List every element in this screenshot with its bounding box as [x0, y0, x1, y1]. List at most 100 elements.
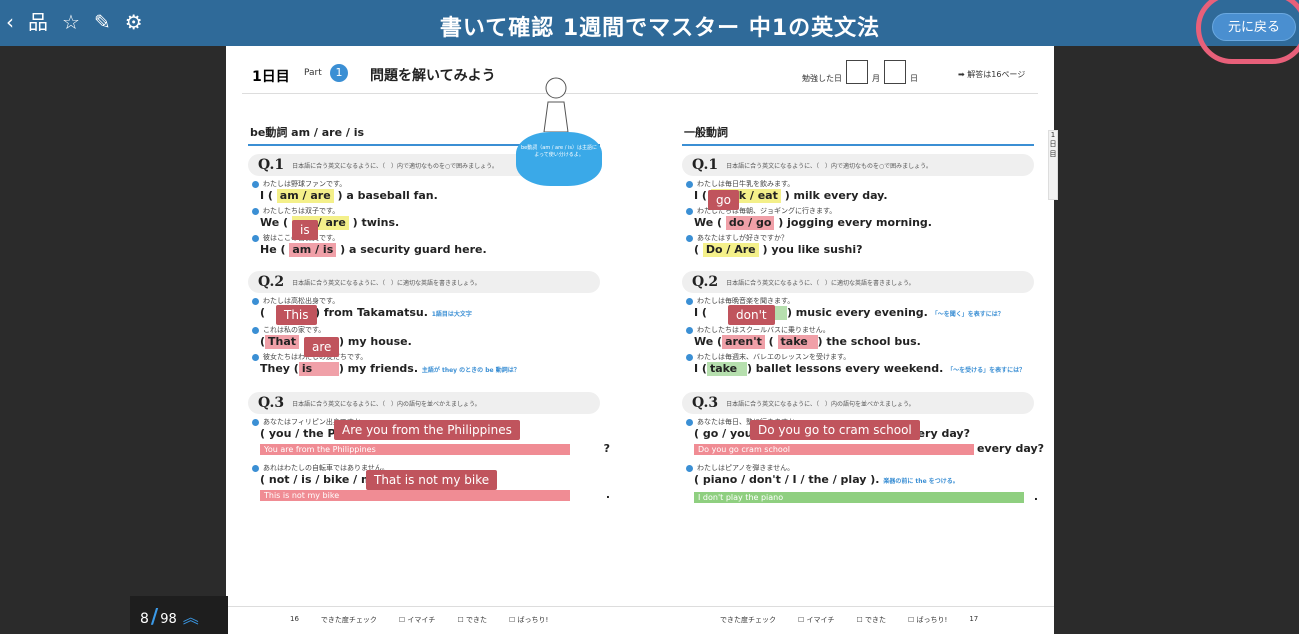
page-number: 16	[290, 615, 299, 623]
japanese-sentence: わたしたちは双子です。	[252, 206, 600, 216]
sentence-suffix: ) the school bus.	[817, 335, 921, 348]
day-label: 1日目	[252, 69, 290, 85]
answer-field[interactable]: This is not my bike.	[260, 489, 610, 501]
check-option[interactable]: ☐ ばっちり!	[908, 616, 948, 624]
gear-icon[interactable]: ⚙	[124, 10, 143, 34]
back-chevron-icon[interactable]: ‹	[6, 10, 14, 34]
question-2: Q.2 日本語に合う英文になるように、（ ）に適切な英語を書きましょう。 わたし…	[682, 271, 1034, 378]
answer-field[interactable]: I don't play the piano.	[694, 491, 1038, 503]
english-sentence: They (is) my friends. 主語が they のときの be 動…	[260, 362, 600, 378]
japanese-sentence: わたしはピアノを弾きません。	[686, 463, 1034, 473]
day-box[interactable]	[884, 60, 906, 84]
answer-tooltip: Are you from the Philippines	[334, 420, 520, 440]
hint-text: 楽器の前に the をつける。	[883, 478, 959, 485]
japanese-sentence: わたしは野球ファンです。	[252, 179, 600, 189]
japanese-text: これは私の家です。	[263, 326, 326, 334]
english-sentence: He ( am / is ) a security guard here.	[260, 243, 600, 257]
part-number-badge: 1	[330, 64, 348, 82]
check-option[interactable]: ☐ できた	[856, 616, 887, 624]
sentence-suffix: ) my house.	[339, 335, 412, 348]
japanese-text: 彼女たちはわたしの友だちです。	[263, 353, 368, 361]
answer-text: Do you go cram school	[698, 445, 790, 454]
part-label: Part	[304, 68, 322, 78]
japanese-sentence: わたしは毎日牛乳を飲みます。	[686, 179, 1034, 189]
fill-answer-2[interactable]: take	[777, 335, 818, 349]
list-item: あなたはすしが好きですか？ ( Do / Are ) you like sush…	[686, 233, 1034, 257]
japanese-text: あなたは毎日、塾に行きますか。	[697, 417, 802, 427]
word-list: ( piano / don't / I / the / play ). 楽器の前…	[694, 473, 1034, 489]
self-check-right: できた度チェック ☐ イマイチ ☐ できた ☐ ばっちり! 17	[720, 615, 978, 625]
word-list-text: ( piano / don't / I / the / play ).	[694, 473, 880, 486]
answer-tooltip: This	[276, 305, 317, 325]
day-side-tab[interactable]: 1日目	[1048, 130, 1058, 200]
sentence-prefix: I (	[694, 306, 707, 319]
sitemap-icon[interactable]: 品	[28, 10, 48, 34]
sentence-prefix: (	[260, 306, 266, 319]
sentence-prefix: I (	[694, 189, 707, 202]
fill-answer[interactable]: aren't	[722, 335, 765, 349]
sentence-end: .	[605, 488, 610, 501]
sentence-suffix: ) music every evening.	[786, 306, 928, 319]
question-number: Q.2	[692, 274, 719, 290]
list-item: わたしは毎週末、バレエのレッスンを受けます。 I (take) ballet l…	[686, 352, 1034, 378]
japanese-text: わたしたちは双子です。	[263, 207, 340, 215]
choice-answer[interactable]: Do / Are	[702, 243, 759, 257]
list-item: 彼女たちはわたしの友だちです。 They (is) my friends. 主語…	[252, 352, 600, 378]
check-label: できた度チェック	[320, 616, 377, 624]
page-separator: /	[150, 604, 159, 628]
sentence-prefix: I (	[694, 362, 707, 375]
chevron-up-icon[interactable]: ︽	[182, 608, 199, 627]
bullet-icon	[252, 418, 259, 426]
month-box[interactable]	[846, 60, 868, 84]
check-option[interactable]: ☐ イマイチ	[398, 616, 436, 624]
textbook-page[interactable]: 1日目 Part 1 問題を解いてみよう 勉強した日 月 日 ➡ 解答は16ペー…	[226, 46, 1058, 634]
bullet-icon	[686, 297, 693, 305]
japanese-text: あれはわたしの自転車ではありません。	[263, 464, 389, 472]
bullet-icon	[252, 207, 259, 215]
choice-answer[interactable]: am / are	[276, 189, 334, 203]
bullet-icon	[252, 464, 259, 472]
sentence-prefix: We (	[694, 216, 723, 229]
japanese-text: あなたはすしが好きですか？	[697, 234, 788, 242]
english-sentence: ( Do / Are ) you like sushi?	[694, 243, 1034, 257]
check-option[interactable]: ☐ ばっちり!	[508, 616, 549, 624]
japanese-text: わたしは高松出身です。	[263, 297, 340, 305]
question-3: Q.3 日本語に合う英文になるように、（ ）内の語句を並べかえましょう。 あなた…	[248, 392, 610, 501]
column-title: 一般動詞	[682, 120, 1034, 146]
question-number: Q.3	[692, 395, 719, 411]
english-sentence: I ( drink / eat ) milk every day.	[694, 189, 1034, 203]
fill-answer[interactable]: That	[265, 335, 300, 349]
character-illustration	[536, 72, 576, 133]
japanese-text: わたしたちは毎朝、ジョギングに行きます。	[697, 207, 837, 215]
top-bar: ‹ 品 ☆ ✎ ⚙ 書いて確認 1週間でマスター 中1の英文法 元に戻る	[0, 0, 1299, 46]
answer-field[interactable]: You are from the Philippines?	[260, 443, 610, 455]
study-date: 勉強した日 月 日	[802, 60, 918, 84]
star-icon[interactable]: ☆	[62, 10, 80, 34]
choice-answer[interactable]: do / go	[725, 216, 775, 230]
choice-answer[interactable]: am / is	[289, 243, 337, 257]
bullet-icon	[252, 297, 259, 305]
japanese-sentence: あなたはすしが好きですか？	[686, 233, 1034, 243]
bullet-icon	[686, 207, 693, 215]
pen-icon[interactable]: ✎	[93, 10, 111, 34]
fill-answer[interactable]: is	[298, 362, 339, 376]
sentence-prefix: We (	[260, 216, 289, 229]
hint-text: 1語目は大文字	[431, 311, 472, 318]
japanese-text: わたしは毎晩音楽を聞きます。	[697, 297, 795, 305]
english-sentence: We ( do / go ) jogging every morning.	[694, 216, 1034, 230]
question-number: Q.3	[258, 395, 285, 411]
japanese-sentence: これは私の家です。	[252, 325, 600, 335]
page-counter[interactable]: 8 / 98 ︽	[130, 596, 228, 634]
check-option[interactable]: ☐ イマイチ	[798, 616, 835, 624]
self-check-left: 16 できた度チェック ☐ イマイチ ☐ できた ☐ ばっちり!	[290, 615, 548, 625]
fill-answer[interactable]: take	[706, 362, 747, 376]
english-sentence: We (aren't ( take) the school bus.	[694, 335, 921, 349]
date-label: 勉強した日	[802, 74, 842, 83]
bullet-icon	[252, 234, 259, 242]
answer-tooltip: is	[292, 220, 318, 240]
restore-button[interactable]: 元に戻る	[1212, 13, 1296, 41]
check-option[interactable]: ☐ できた	[457, 616, 487, 624]
check-label: できた度チェック	[720, 616, 776, 624]
japanese-sentence: わたしは毎週末、バレエのレッスンを受けます。	[686, 352, 1034, 362]
